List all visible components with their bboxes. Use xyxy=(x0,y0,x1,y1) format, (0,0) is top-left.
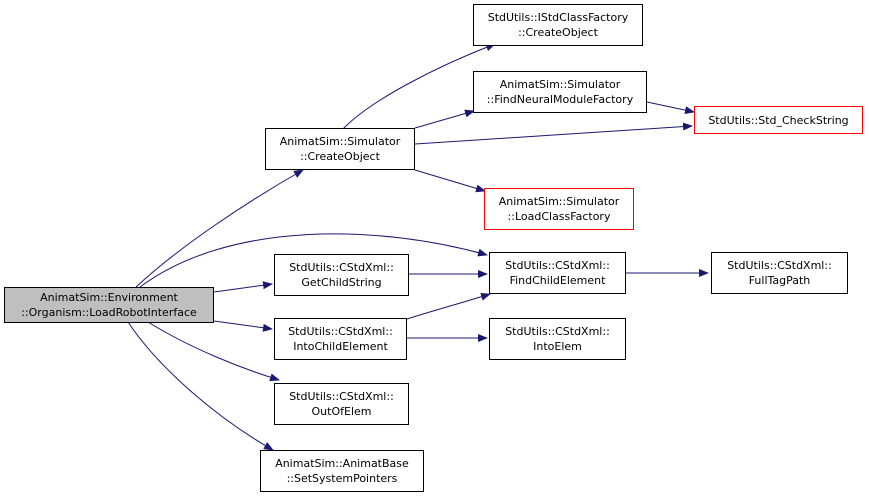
node-label-line1: AnimatSim::Simulator xyxy=(498,195,620,208)
edge-createobject-to-findneuralmodulefactory xyxy=(414,109,475,129)
node-label-line1: AnimatSim::AnimatBase xyxy=(275,457,409,470)
edge-root-to-findchildelement xyxy=(139,233,488,288)
node-label-line2: IntoChildElement xyxy=(293,340,388,353)
node-cstdxml-outofelem[interactable]: StdUtils::CStdXml:: OutOfElem xyxy=(274,383,409,425)
node-label-line2: OutOfElem xyxy=(311,405,372,418)
edge-root-to-setsystempointers xyxy=(127,321,274,451)
node-label-line2: FullTagPath xyxy=(748,274,811,287)
node-label-line2: ::CreateObject xyxy=(518,26,598,39)
node-label-line1: AnimatSim::Simulator xyxy=(499,78,621,91)
edge-root-to-createobject xyxy=(135,169,304,288)
node-istdclassfactory-createobject[interactable]: StdUtils::IStdClassFactory ::CreateObjec… xyxy=(473,4,643,46)
node-cstdxml-getchildstring[interactable]: StdUtils::CStdXml:: GetChildString xyxy=(274,254,409,296)
node-label-line2: ::Organism::LoadRobotInterface xyxy=(21,306,197,319)
node-label-line2: ::SetSystemPointers xyxy=(286,472,398,485)
node-label-line2: ::CreateObject xyxy=(300,150,380,163)
node-label-line1: StdUtils::CStdXml:: xyxy=(727,259,832,272)
node-cstdxml-intochildelement[interactable]: StdUtils::CStdXml:: IntoChildElement xyxy=(274,318,407,360)
node-simulator-findneuralmodulefactory[interactable]: AnimatSim::Simulator ::FindNeuralModuleF… xyxy=(473,71,647,113)
node-label-line2: IntoElem xyxy=(533,340,582,353)
edge-createobject-to-stdcheckstring xyxy=(414,122,693,145)
edge-createobject-to-istdclassfactory xyxy=(341,43,496,131)
node-label-line2: ::FindNeuralModuleFactory xyxy=(486,93,634,106)
node-simulator-createobject[interactable]: AnimatSim::Simulator ::CreateObject xyxy=(265,128,415,170)
node-label-line1: StdUtils::Std_CheckString xyxy=(708,113,849,127)
node-cstdxml-findchildelement[interactable]: StdUtils::CStdXml:: FindChildElement xyxy=(489,252,626,294)
edge-findneuralmodulefactory-to-stdcheckstring xyxy=(646,101,695,115)
node-label-line1: StdUtils::CStdXml:: xyxy=(288,325,393,338)
node-simulator-loadclassfactory[interactable]: AnimatSim::Simulator ::LoadClassFactory xyxy=(484,188,634,230)
node-label-line2: FindChildElement xyxy=(509,274,606,287)
node-animatbase-setsystempointers[interactable]: AnimatSim::AnimatBase ::SetSystemPointer… xyxy=(260,450,424,492)
node-label-line1: StdUtils::CStdXml:: xyxy=(505,325,610,338)
node-label-line1: StdUtils::CStdXml:: xyxy=(505,259,610,272)
node-loadrobotinterface: AnimatSim::Environment ::Organism::LoadR… xyxy=(4,287,214,323)
node-label-line1: StdUtils::CStdXml:: xyxy=(289,261,394,274)
edge-createobject-to-loadclassfactory xyxy=(414,169,486,193)
edge-intochildelement-to-findchildelement xyxy=(406,292,491,320)
node-label-line1: StdUtils::IStdClassFactory xyxy=(487,11,629,24)
edge-root-to-outofelem xyxy=(147,321,280,382)
node-cstdxml-fulltagpath[interactable]: StdUtils::CStdXml:: FullTagPath xyxy=(711,252,848,294)
edge-root-to-intochildelement xyxy=(213,320,273,332)
node-cstdxml-intoelem[interactable]: StdUtils::CStdXml:: IntoElem xyxy=(489,318,626,360)
edge-root-to-getchildstring xyxy=(213,281,273,293)
node-std-checkstring[interactable]: StdUtils::Std_CheckString xyxy=(694,106,863,134)
node-label-line1: AnimatSim::Simulator xyxy=(279,135,401,148)
node-label-line2: ::LoadClassFactory xyxy=(507,210,611,223)
node-label-line2: GetChildString xyxy=(301,276,382,289)
node-label-line1: StdUtils::CStdXml:: xyxy=(289,390,394,403)
node-label-line1: AnimatSim::Environment xyxy=(40,291,178,304)
